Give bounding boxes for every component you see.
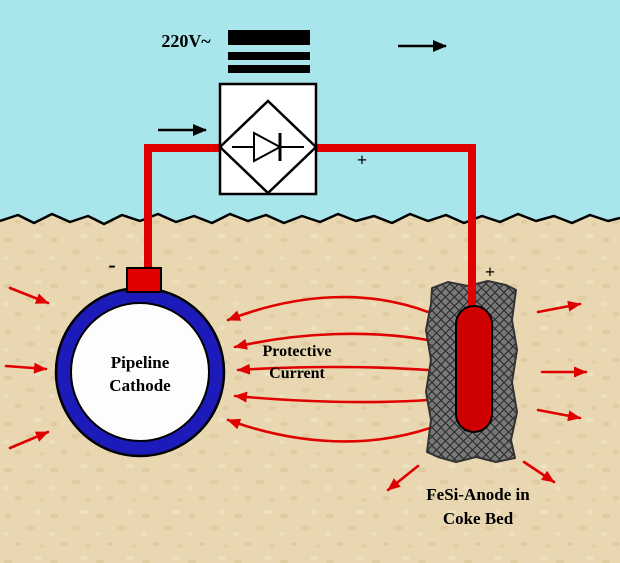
- ground-surface-line: [0, 212, 620, 226]
- soil-arrow-anode-left: [386, 464, 420, 492]
- pipeline-bore: [70, 302, 210, 442]
- field-line-1: [226, 295, 430, 322]
- voltage-label: 220V~: [161, 31, 211, 51]
- protective-current-label-line2: Current: [269, 365, 325, 382]
- soil-arrow-right-bottom: [536, 408, 582, 422]
- soil-arrow-right-top: [536, 300, 582, 314]
- anode-caption-line1: FeSi-Anode in: [426, 485, 530, 504]
- minus-label: -: [108, 252, 115, 277]
- cathode-terminal-block: [126, 267, 162, 293]
- field-line-3: [236, 363, 430, 375]
- field-line-4: [233, 391, 430, 404]
- soil-arrow-left-mid: [4, 362, 48, 374]
- transformer-bar-2: [228, 52, 310, 60]
- fesi-anode-rod: [455, 305, 493, 433]
- negative-cable: [144, 144, 226, 282]
- field-line-5: [226, 418, 432, 443]
- soil-arrow-left-top: [8, 286, 50, 305]
- transformer-bar-1: [228, 30, 310, 45]
- anode-plus-label: +: [485, 262, 495, 282]
- field-line-2: [233, 332, 430, 350]
- transformer-bar-3: [228, 65, 310, 73]
- anode-caption-line2: Coke Bed: [443, 509, 514, 528]
- soil-arrow-anode-right: [522, 460, 556, 484]
- pipeline-label-line2: Cathode: [109, 376, 171, 395]
- positive-cable: [310, 144, 476, 330]
- soil-arrow-left-bottom: [8, 430, 50, 450]
- diode-icon: [253, 131, 283, 163]
- pipeline-label-line1: Pipeline: [111, 353, 170, 372]
- rectifier-plus-label: +: [357, 150, 367, 170]
- protective-current-label-line1: Protective: [263, 343, 332, 360]
